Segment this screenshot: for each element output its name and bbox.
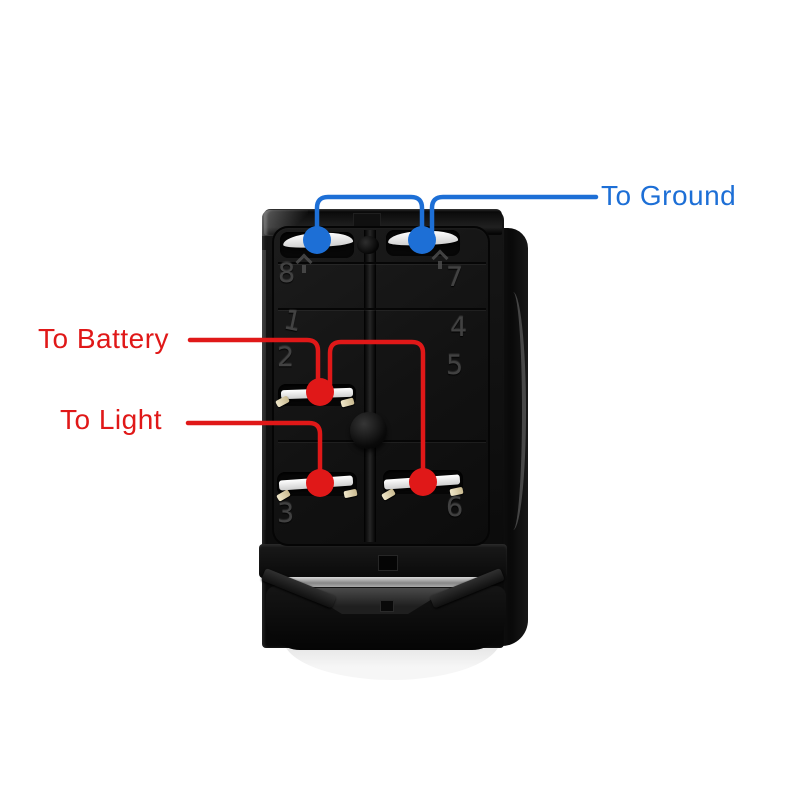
molded-pin-number: 4 [450, 312, 468, 343]
molded-pin-number: 8 [278, 258, 296, 289]
molded-pin-number: 6 [446, 492, 464, 523]
molded-pin-number: 2 [277, 342, 295, 373]
label-to-ground: To Ground [601, 180, 737, 211]
switch-left-edge-highlight [262, 250, 266, 530]
metal-retainer-bar [286, 577, 482, 587]
center-contact-post [350, 412, 387, 449]
switch-side-highlight [500, 292, 526, 530]
molded-up-arrow-icon [431, 249, 449, 270]
molded-pin-number: 5 [446, 350, 464, 381]
label-to-battery: To Battery [38, 323, 170, 354]
switch-top-tab [353, 213, 381, 227]
molding-seam [278, 308, 486, 310]
housing-notch [380, 600, 394, 612]
molded-pin-number: 3 [277, 498, 295, 529]
flange-notch [378, 555, 398, 571]
terminal-block-divider [364, 230, 376, 542]
molded-up-arrow-icon [295, 253, 313, 274]
molding-seam [278, 262, 486, 264]
molded-pin-number: 7 [446, 262, 464, 293]
label-to-light: To Light [60, 404, 163, 435]
rocker-pivot-pin [357, 236, 379, 254]
